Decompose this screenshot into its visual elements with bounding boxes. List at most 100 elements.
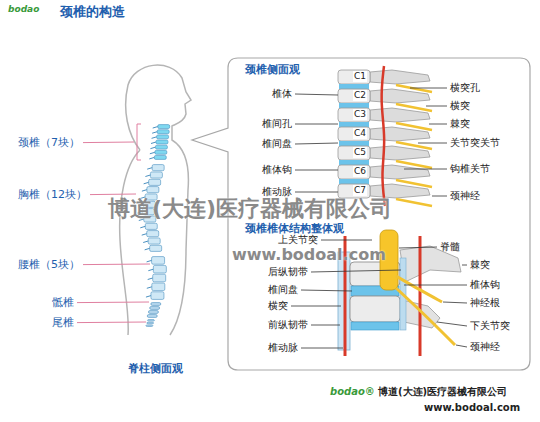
vertebra <box>146 325 153 327</box>
vertebral-body <box>350 296 400 322</box>
vertebra <box>147 315 157 318</box>
part-label: 椎体钩 <box>262 164 292 176</box>
vertebral-body <box>338 70 370 84</box>
part-label: 关节突关节 <box>450 137 500 149</box>
spinous-process <box>147 168 152 170</box>
vertebra <box>157 135 169 139</box>
vertebral-body <box>338 89 370 103</box>
vertebra <box>154 155 166 159</box>
vertebra <box>152 283 165 291</box>
part-label: 椎间孔 <box>262 118 292 130</box>
vertebra <box>147 320 154 322</box>
part-label: 椎间盘 <box>268 284 298 296</box>
leader-line <box>291 306 341 307</box>
leader-line <box>437 322 467 326</box>
spinous-process <box>150 147 155 149</box>
disc <box>339 103 369 108</box>
leader-line <box>311 270 401 272</box>
vertebra <box>151 292 164 300</box>
bracket <box>137 124 141 160</box>
company-name: 博道(大连)医疗器械有限公司 <box>378 386 507 398</box>
leader-line <box>321 240 372 241</box>
panel-heading: 颈椎侧面观 <box>245 63 300 76</box>
leader-line <box>410 88 447 89</box>
leader-line <box>90 194 136 196</box>
vertebral-body <box>338 127 370 141</box>
spinous-process <box>145 248 150 250</box>
artery <box>382 66 385 206</box>
leader-line <box>443 302 467 303</box>
region-label: 胸椎（12块） <box>18 188 87 201</box>
vertebra <box>148 238 160 244</box>
part-label: 下关节突 <box>470 320 510 332</box>
spinous-process <box>152 137 157 139</box>
nerve <box>396 161 432 168</box>
part-label: 上关节突 <box>278 234 318 246</box>
spinous-process <box>147 260 152 262</box>
logo-text: bodao <box>8 4 39 15</box>
vertebra <box>150 307 160 310</box>
watermark: www.bodoal.com <box>232 247 386 263</box>
leader-line <box>83 142 134 144</box>
leader-line <box>426 106 447 107</box>
leader-line <box>295 192 338 193</box>
region-label: 尾椎 <box>52 316 74 329</box>
leader-line <box>404 285 467 286</box>
disc <box>339 160 369 165</box>
spinous-process <box>152 132 157 134</box>
disc <box>351 322 399 330</box>
vertebra <box>147 187 159 193</box>
vertebra <box>155 150 167 154</box>
part-label: 钩椎关节 <box>450 163 490 175</box>
leader-line <box>301 348 343 349</box>
spinous-process <box>153 127 158 129</box>
vertebral-body <box>338 108 370 122</box>
region-label: 颈椎（7块） <box>18 136 80 149</box>
leader-line <box>77 302 149 304</box>
callout-number: C7 <box>353 185 367 196</box>
spinous-process <box>142 234 147 236</box>
vertebra <box>147 231 159 237</box>
leader-line <box>418 143 447 144</box>
vertebra <box>155 145 167 149</box>
disc <box>339 141 369 146</box>
spinous-process <box>147 287 152 289</box>
vertebra <box>148 311 158 314</box>
logo-text: bodao® <box>330 386 375 398</box>
vertebra <box>153 274 166 282</box>
leader-line <box>311 325 340 326</box>
leader-line <box>295 170 338 171</box>
part-label: 神经根 <box>470 297 500 309</box>
vertebra <box>152 165 164 171</box>
part-label: 脊髓 <box>440 241 460 253</box>
nerve <box>396 85 432 92</box>
leader-line <box>456 345 467 347</box>
part-label: 颈神经 <box>450 190 480 202</box>
spinous-process <box>142 190 147 192</box>
disc <box>339 179 369 184</box>
nerve <box>396 123 432 130</box>
vertebra <box>147 322 154 324</box>
vertebra <box>158 125 170 129</box>
leader-line <box>295 143 338 144</box>
part-label: 后纵韧带 <box>268 266 308 278</box>
vertebral-body <box>338 184 370 198</box>
part-label: 椎动脉 <box>262 186 292 198</box>
part-label: 棘突 <box>450 118 470 130</box>
leader-line <box>83 264 150 266</box>
vertebra-arch <box>370 70 430 84</box>
artery <box>419 236 422 356</box>
nerve <box>396 104 432 111</box>
spinous-process <box>145 175 150 177</box>
spinous-process <box>148 269 153 271</box>
vertebral-body <box>338 146 370 160</box>
callout-number: C2 <box>353 90 367 101</box>
callout-number: C4 <box>353 128 367 139</box>
spinous-process <box>151 142 156 144</box>
nerve-root <box>396 276 442 302</box>
part-label: 椎动脉 <box>268 342 298 354</box>
callout-number: C5 <box>353 147 367 158</box>
spinous-process <box>143 241 148 243</box>
spinous-process <box>150 152 155 154</box>
